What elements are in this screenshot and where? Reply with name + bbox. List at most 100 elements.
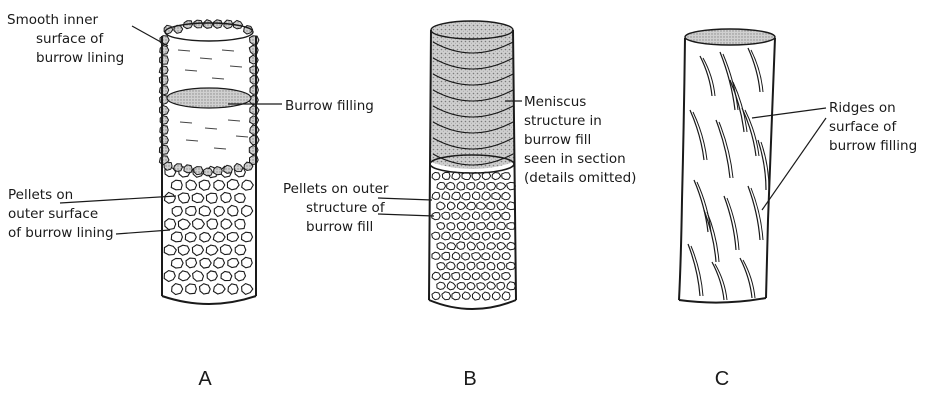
pellet bbox=[472, 253, 481, 261]
pellet bbox=[242, 232, 253, 242]
lining-bead bbox=[164, 162, 172, 170]
pellet bbox=[164, 271, 175, 282]
pellet bbox=[497, 242, 506, 250]
pellet bbox=[507, 262, 516, 270]
pellet bbox=[477, 223, 486, 230]
pellet bbox=[207, 219, 218, 229]
pellet bbox=[437, 263, 446, 270]
pellet bbox=[502, 253, 510, 260]
lining-bead bbox=[184, 165, 192, 173]
pellet bbox=[472, 273, 480, 280]
pellet bbox=[482, 212, 490, 220]
pellet bbox=[497, 282, 505, 290]
pellet bbox=[442, 172, 450, 179]
pellet bbox=[452, 273, 460, 281]
pellet bbox=[502, 173, 511, 180]
pellet bbox=[200, 284, 211, 294]
pellet bbox=[472, 233, 480, 240]
pellet bbox=[492, 292, 500, 300]
pellet bbox=[492, 252, 500, 260]
pellet bbox=[462, 253, 470, 261]
pellet bbox=[467, 222, 475, 230]
pellet bbox=[442, 273, 450, 280]
pellet bbox=[457, 283, 465, 290]
pellet bbox=[507, 282, 516, 290]
pellet bbox=[165, 219, 176, 230]
pellets-b bbox=[432, 172, 516, 300]
pellet bbox=[172, 284, 183, 295]
lining-bead bbox=[159, 86, 168, 95]
lining-bead bbox=[159, 76, 168, 85]
label-pellets-a-1: Pellets on bbox=[8, 187, 73, 203]
pellet bbox=[477, 242, 485, 250]
label-meniscus-2: structure in bbox=[524, 113, 602, 129]
pellet bbox=[477, 202, 486, 209]
label-smooth-inner-1: Smooth inner bbox=[7, 12, 99, 28]
pellet bbox=[186, 258, 197, 268]
pellet bbox=[200, 233, 211, 243]
pellet bbox=[472, 192, 480, 200]
pellet bbox=[171, 232, 182, 242]
label-meniscus-5: (details omitted) bbox=[524, 170, 636, 186]
lining-bead bbox=[250, 135, 259, 145]
pellet bbox=[185, 232, 196, 242]
pellet bbox=[487, 282, 496, 290]
lining-bead bbox=[203, 20, 212, 29]
pellet bbox=[502, 273, 511, 280]
pellet bbox=[477, 262, 485, 270]
label-smooth-inner-2: surface of bbox=[36, 31, 104, 47]
pellet bbox=[437, 202, 445, 210]
pellet bbox=[228, 205, 238, 216]
pellet bbox=[432, 192, 440, 199]
pellet bbox=[448, 202, 456, 210]
pellet bbox=[477, 283, 486, 291]
lining-bead bbox=[250, 116, 259, 124]
pellet bbox=[497, 262, 505, 270]
pellet bbox=[462, 193, 470, 200]
pellet bbox=[221, 271, 232, 280]
pellet bbox=[492, 272, 500, 280]
pellet bbox=[457, 262, 465, 270]
pellet bbox=[235, 245, 246, 255]
pellet bbox=[452, 252, 460, 260]
pellet bbox=[482, 272, 490, 280]
pellet bbox=[452, 212, 461, 219]
pellet bbox=[220, 245, 231, 255]
pellet bbox=[492, 192, 501, 199]
label-smooth-inner-3: burrow lining bbox=[36, 50, 124, 66]
label-ridges-3: burrow filling bbox=[829, 138, 917, 154]
pellet bbox=[235, 271, 246, 281]
burrow-a-drawing bbox=[159, 20, 259, 304]
pellet bbox=[457, 202, 465, 210]
pellet bbox=[227, 233, 238, 242]
pellet bbox=[462, 272, 471, 280]
pellet bbox=[452, 292, 460, 300]
pellet bbox=[442, 232, 451, 240]
pellet bbox=[487, 262, 495, 270]
pellet bbox=[467, 183, 475, 190]
pellet bbox=[228, 284, 238, 294]
pellet bbox=[178, 245, 189, 255]
pellet bbox=[457, 242, 465, 250]
pellet bbox=[235, 219, 245, 229]
pellet bbox=[497, 183, 506, 190]
pellet bbox=[487, 243, 496, 250]
label-meniscus-1: Meniscus bbox=[524, 94, 586, 110]
burrow-b-drawing bbox=[429, 21, 516, 309]
pellet bbox=[186, 207, 196, 216]
panel-letter-a: A bbox=[198, 368, 212, 390]
pellet bbox=[507, 223, 515, 230]
label-pellets-b-3: burrow fill bbox=[306, 219, 373, 235]
pellet bbox=[171, 258, 183, 268]
pellet bbox=[487, 202, 495, 210]
pellet bbox=[200, 258, 211, 268]
pellet bbox=[482, 253, 490, 260]
pellet bbox=[432, 172, 440, 180]
panel-letter-c: C bbox=[715, 368, 729, 390]
lining-bead bbox=[174, 164, 183, 172]
pellet bbox=[447, 262, 456, 270]
pellet bbox=[487, 222, 495, 230]
lining-bead bbox=[250, 76, 259, 85]
pellet bbox=[432, 272, 440, 280]
